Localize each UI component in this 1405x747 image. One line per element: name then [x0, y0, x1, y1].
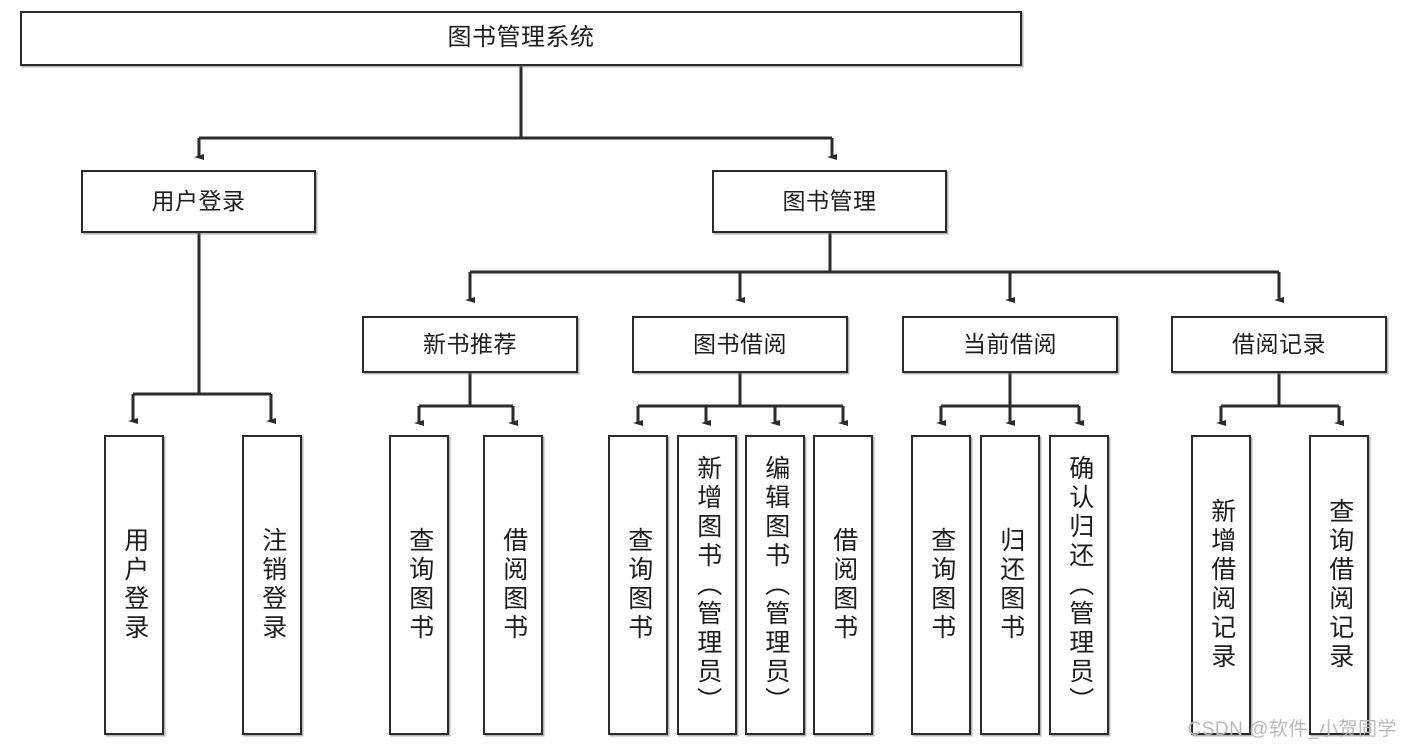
node-label: 借阅图书 [499, 527, 528, 643]
node-label: 查询图书 [405, 527, 434, 643]
leaf-current-borrow-return[interactable]: 归还图书 [980, 435, 1040, 735]
node-label: 用户登录 [151, 187, 246, 214]
node-label: 查询图书 [927, 527, 956, 643]
node-root-system[interactable]: 图书管理系统 [20, 11, 1022, 66]
leaf-book-borrow-edit[interactable]: 编辑图书（管理员） [745, 435, 805, 735]
node-label: 编辑图书（管理员） [761, 454, 790, 716]
node-label: 当前借阅 [963, 330, 1057, 357]
node-label: 图书借阅 [693, 330, 787, 357]
leaf-user-login-logout[interactable]: 注销登录 [242, 435, 302, 735]
node-label: 图书管理系统 [447, 24, 595, 52]
leaf-new-book-query[interactable]: 查询图书 [389, 435, 449, 735]
leaf-current-borrow-query[interactable]: 查询图书 [911, 435, 971, 735]
node-label: 归还图书 [996, 527, 1025, 643]
node-user-login[interactable]: 用户登录 [81, 170, 316, 233]
node-label: 查询图书 [624, 527, 653, 643]
leaf-borrow-record-query[interactable]: 查询借阅记录 [1309, 435, 1369, 735]
leaf-user-login-login[interactable]: 用户登录 [104, 435, 164, 735]
node-label: 新增借阅记录 [1207, 498, 1236, 672]
node-current-borrow[interactable]: 当前借阅 [902, 316, 1118, 373]
leaf-book-borrow-borrow[interactable]: 借阅图书 [813, 435, 873, 735]
node-book-borrow[interactable]: 图书借阅 [632, 316, 848, 373]
leaf-new-book-borrow[interactable]: 借阅图书 [483, 435, 543, 735]
leaf-current-borrow-confirm-return[interactable]: 确认归还（管理员） [1049, 435, 1109, 735]
node-label: 新书推荐 [423, 330, 517, 357]
node-label: 借阅记录 [1232, 330, 1326, 357]
node-label: 确认归还（管理员） [1065, 454, 1094, 716]
node-label: 新增图书（管理员） [693, 454, 722, 716]
leaf-book-borrow-add[interactable]: 新增图书（管理员） [677, 435, 737, 735]
leaf-book-borrow-query[interactable]: 查询图书 [608, 435, 668, 735]
node-new-book-recommend[interactable]: 新书推荐 [362, 316, 578, 373]
node-label: 注销登录 [258, 527, 287, 643]
node-label: 查询借阅记录 [1325, 498, 1354, 672]
node-label: 图书管理 [782, 187, 877, 214]
node-label: 用户登录 [120, 527, 149, 643]
watermark-text: CSDN @软件_小贺同学 [1187, 719, 1397, 740]
node-borrow-record[interactable]: 借阅记录 [1171, 316, 1387, 373]
leaf-borrow-record-add[interactable]: 新增借阅记录 [1191, 435, 1251, 735]
node-book-management[interactable]: 图书管理 [712, 170, 947, 233]
node-label: 借阅图书 [829, 527, 858, 643]
